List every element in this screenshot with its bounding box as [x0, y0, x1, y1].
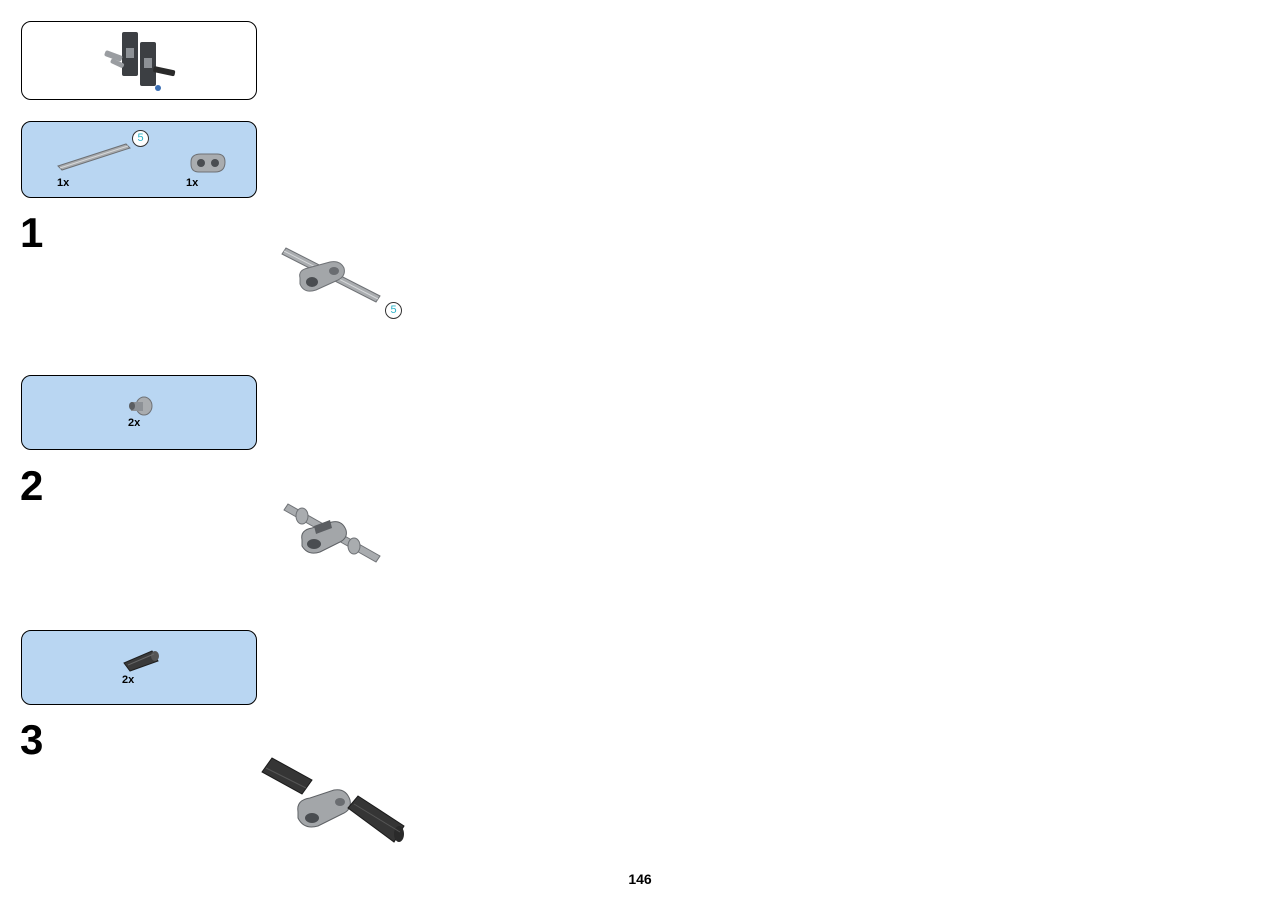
step-number: 2: [20, 462, 44, 509]
step-1-assembly-icon: [281, 247, 381, 303]
step-2-assembly-icon: [283, 503, 381, 563]
step-1-parts-box: 5 1x 1x: [21, 121, 257, 198]
step-3-assembly-icon: [261, 757, 405, 843]
part-quantity: 1x: [57, 177, 70, 189]
step-3-parts-box: 2x: [21, 630, 257, 705]
part-quantity: 1x: [186, 177, 199, 189]
step-2-parts-box: 2x: [21, 375, 257, 450]
axle-connector-icon: [123, 650, 159, 672]
assembly-preview-icon: [104, 32, 176, 91]
bushing-icon: [129, 396, 153, 416]
part-quantity: 2x: [128, 417, 141, 429]
liftarm-connector-icon: [190, 153, 226, 173]
part-length-callout: 5: [132, 130, 149, 147]
axle-icon: [57, 143, 131, 171]
part-quantity: 2x: [122, 674, 135, 686]
step-number: 1: [20, 209, 44, 256]
step-callout: 5: [385, 302, 402, 319]
submodel-preview-box: [21, 21, 257, 100]
step-number: 3: [20, 716, 44, 763]
page-number: 146: [628, 871, 652, 887]
